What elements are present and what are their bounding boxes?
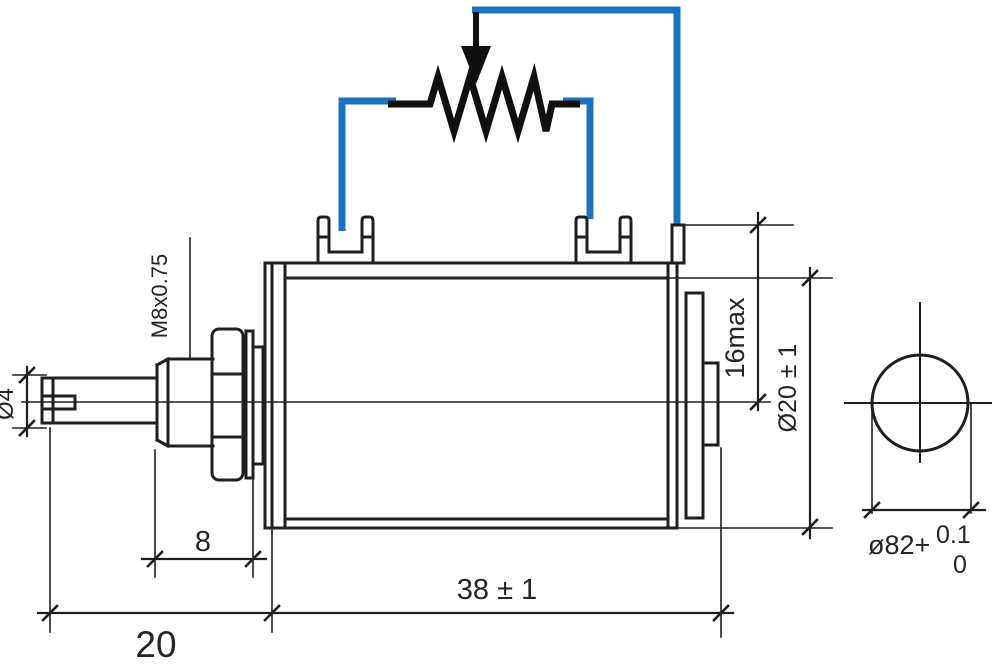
dimension-annotations: Ø4 M8x0.75 16max Ø20 ± 1 8 38 ± 1 20 [0, 211, 833, 665]
wire-wiper-to-terminal3 [472, 6, 681, 224]
label-panel-hole: ø82+ [868, 530, 930, 560]
label-panel-hole-upper-tol: 0.1 [936, 521, 971, 549]
body [263, 261, 720, 530]
side-view [21, 215, 771, 530]
shaft [40, 376, 159, 425]
pot-schematic [338, 6, 681, 231]
shaft-slot [42, 394, 77, 411]
extension-lines [12, 224, 833, 638]
end-view: ø82+ 0.1 0 [844, 302, 992, 579]
label-bushing-thread: M8x0.75 [147, 254, 172, 338]
rear-step-2 [701, 361, 720, 447]
label-shaft-diameter: Ø4 [0, 388, 19, 420]
wiper-arrow-icon [461, 46, 491, 84]
rear-step-1 [684, 291, 705, 520]
shaft-outline [40, 376, 159, 425]
terminals [316, 215, 686, 265]
dimension-ticks [18, 216, 819, 622]
label-bushing-length: 8 [195, 526, 211, 558]
resistor-symbol [388, 63, 580, 144]
label-panel-hole-lower-tol: 0 [953, 551, 967, 579]
wire-left-to-terminal1 [338, 97, 396, 231]
terminal-2 [574, 215, 633, 265]
label-front-length: 20 [135, 624, 176, 665]
label-terminal-height: 16max [720, 297, 750, 379]
end-view-ticks [863, 501, 980, 519]
nut-outline [210, 327, 245, 482]
body-outline [263, 261, 679, 530]
terminal-3-tab [670, 223, 686, 265]
end-view-extension-lines [871, 402, 972, 514]
flat-washer [251, 345, 265, 466]
hookup-wires [338, 6, 681, 231]
terminal-1 [316, 215, 375, 265]
washers [244, 329, 265, 480]
label-body-length: 38 ± 1 [457, 574, 537, 606]
label-body-diameter: Ø20 ± 1 [774, 344, 802, 433]
dimension-lines [25, 211, 812, 615]
wire-right-to-terminal2 [563, 97, 594, 219]
hex-nut [210, 327, 245, 482]
